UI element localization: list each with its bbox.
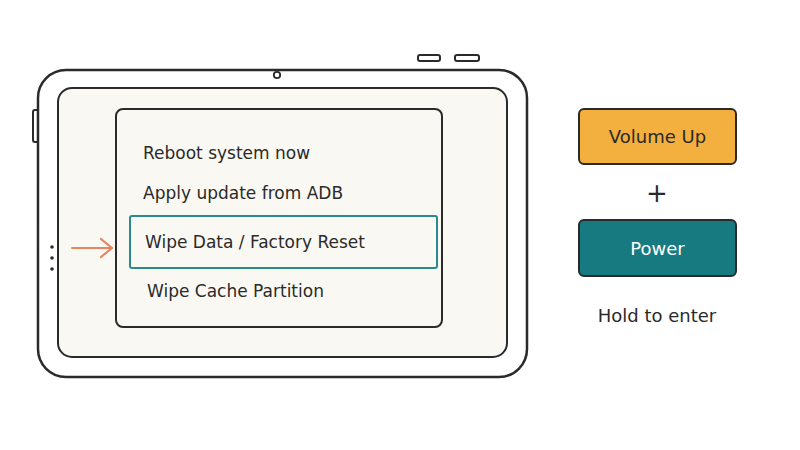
tablet-body — [38, 70, 527, 377]
camera — [274, 72, 280, 78]
menu-item-text: Reboot system now — [143, 143, 310, 163]
node-text: Power — [630, 238, 684, 259]
dot — [50, 245, 54, 249]
menu-item-text: Apply update from ADB — [143, 183, 343, 203]
side-button — [418, 55, 440, 61]
menu-panel: Reboot system nowApply update from ADB Wi… — [115, 108, 443, 328]
node-text: Volume Up — [609, 126, 706, 147]
volume-up-key: Volume Up — [578, 108, 737, 165]
pointer-arrow — [72, 239, 112, 257]
menu-item-text: Wipe Cache Partition — [147, 281, 324, 301]
selected-menu-item: Wipe Data / Factory Reset — [129, 215, 438, 269]
plus-sign: + — [646, 178, 668, 208]
node-text: Wipe Data / Factory Reset — [145, 232, 365, 252]
dot — [50, 267, 54, 271]
instruction-note: Hold to enter — [598, 305, 717, 326]
tablet-screen — [58, 88, 507, 357]
dot — [50, 256, 54, 260]
power-key: Power — [578, 219, 737, 277]
side-button — [455, 55, 479, 61]
